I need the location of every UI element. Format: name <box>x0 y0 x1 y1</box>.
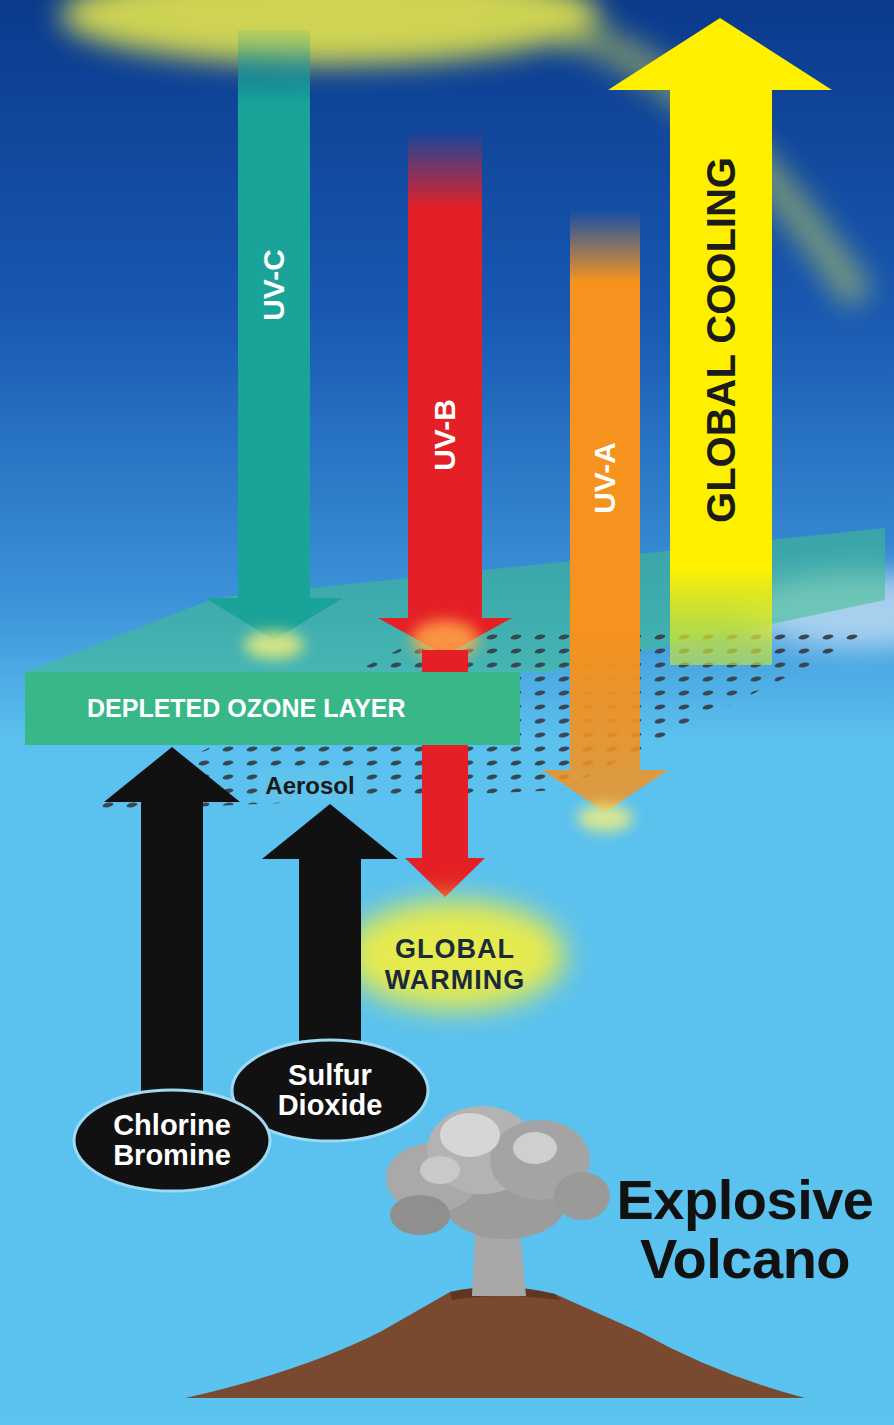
gas-name: Chlorine Bromine <box>113 1110 231 1171</box>
arrow-shaft <box>141 802 203 1102</box>
ozone-layer-band: DEPLETED OZONE LAYER <box>25 672 520 745</box>
uv-b-arrow <box>378 130 512 897</box>
volcano <box>440 1113 500 1157</box>
uv-label: UV-B <box>428 399 463 471</box>
global-warming-glow <box>345 900 565 1010</box>
volcano <box>554 1172 610 1220</box>
uv-a-arrow <box>542 210 668 832</box>
layer-name: Aerosol <box>265 772 354 800</box>
arrow-shaft <box>299 859 361 1052</box>
flow-arrow <box>262 804 398 1052</box>
gas-oval: Chlorine Bromine <box>72 1088 272 1193</box>
uv-c-arrow <box>244 631 304 659</box>
effect-label: GLOBAL WARMING <box>365 934 545 996</box>
uv-c-arrow <box>205 30 343 640</box>
global-warming-glow <box>345 900 565 1010</box>
effect-label: GLOBAL COOLING <box>698 157 744 523</box>
flow-arrow <box>104 747 240 1102</box>
arrow-head <box>262 804 398 859</box>
volcano <box>513 1132 557 1164</box>
uv-b-arrow <box>378 130 512 655</box>
global-cooling-arrow <box>608 18 832 665</box>
uv-a-arrow <box>577 804 633 832</box>
volcano <box>420 1156 460 1184</box>
volcano <box>185 1286 805 1398</box>
oval-fill <box>74 1090 270 1191</box>
global-cooling-arrow <box>608 18 832 665</box>
uv-a-arrow <box>542 210 668 812</box>
sunlight-glow <box>60 0 600 65</box>
uv-label: UV-C <box>257 249 292 321</box>
volcano-title: Explosive Volcano <box>595 1171 894 1289</box>
arrow-head <box>104 747 240 802</box>
uv-c-arrow <box>205 30 343 659</box>
aerosol-layer: Aerosol <box>258 770 361 802</box>
layer-name: DEPLETED OZONE LAYER <box>25 694 520 723</box>
gas-name: Sulfur Dioxide <box>278 1060 383 1121</box>
uv-label: UV-A <box>588 442 623 514</box>
volcano <box>390 1195 450 1235</box>
